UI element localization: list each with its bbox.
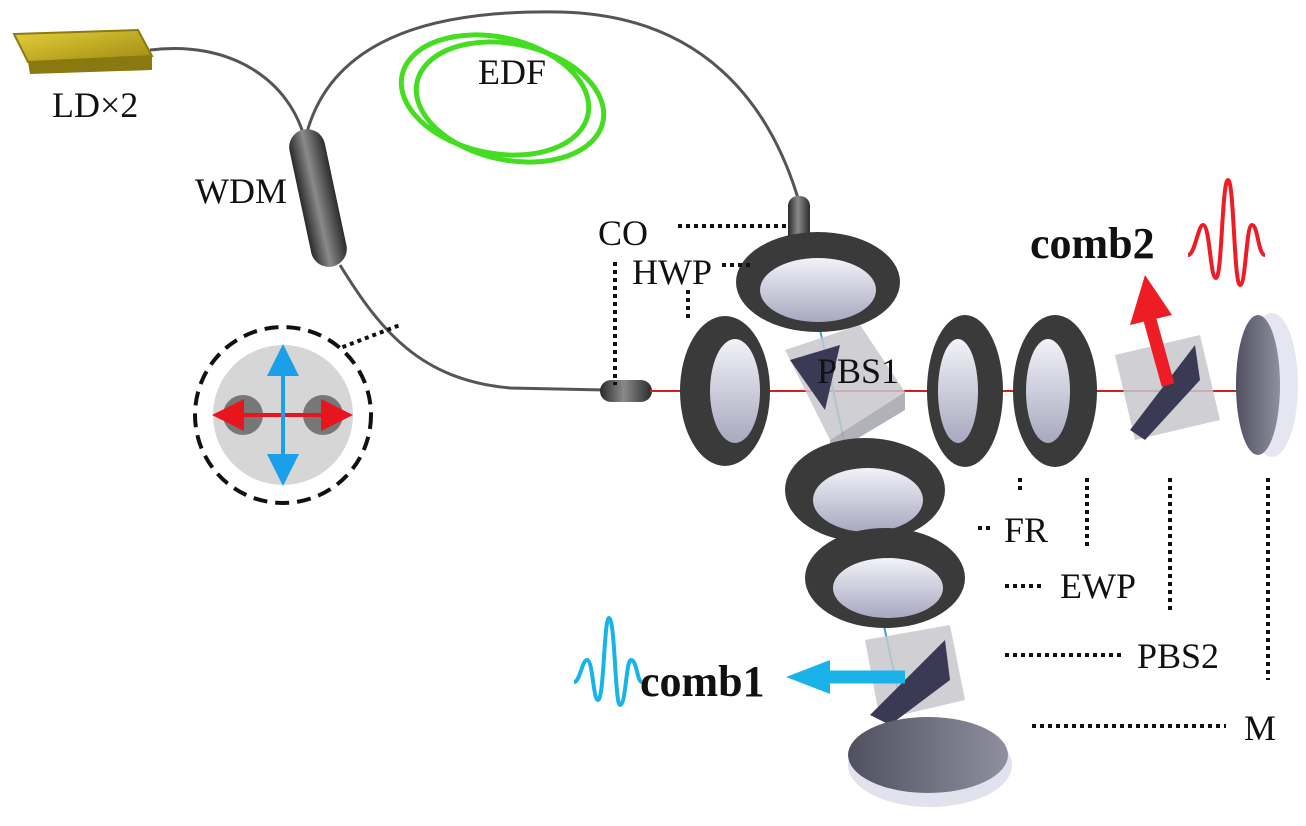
pbs1-label: PBS1 (817, 351, 899, 391)
fr-ring (927, 315, 1003, 467)
pulse-icon (1187, 177, 1266, 288)
wdm-label: WDM (195, 171, 287, 211)
wdm-coupler (289, 129, 347, 267)
lower-pbs-cube (865, 625, 965, 725)
hwp-ring (680, 316, 770, 466)
fiber-wdm-to-co (303, 10, 802, 206)
polarization-inset (193, 323, 401, 505)
pulse-icon (573, 615, 643, 708)
fiber-ld-to-wdm (149, 47, 307, 141)
pbs1-cube (785, 325, 905, 455)
mirror-bottom (848, 717, 1012, 807)
co-ring (736, 232, 900, 332)
lower-ring-2 (805, 528, 965, 628)
fr-label: FR (1004, 510, 1048, 550)
ld-label: LD×2 (52, 85, 138, 125)
leader-lines (613, 224, 1270, 728)
pbs2-cube (1115, 335, 1220, 440)
co-label: CO (598, 213, 648, 253)
comb1-label: comb1 (640, 657, 765, 706)
comb2-label: comb2 (1030, 219, 1155, 268)
fiber-wdm-to-collimator (338, 264, 606, 392)
comb1-arrow (786, 660, 905, 694)
ewp-ring (1013, 315, 1097, 467)
pbs2-label: PBS2 (1137, 636, 1219, 676)
edf-label: EDF (478, 52, 546, 92)
ld-icon (12, 28, 154, 74)
ewp-label: EWP (1060, 566, 1136, 606)
edf-coil (398, 32, 607, 165)
input-collimator (600, 380, 652, 402)
comb2-arrow (1130, 275, 1175, 387)
m-label: M (1244, 708, 1276, 748)
mirror-right (1236, 313, 1298, 457)
fiber-paths (149, 10, 802, 392)
lower-ring-1 (785, 438, 945, 542)
hwp-label: HWP (632, 252, 712, 292)
